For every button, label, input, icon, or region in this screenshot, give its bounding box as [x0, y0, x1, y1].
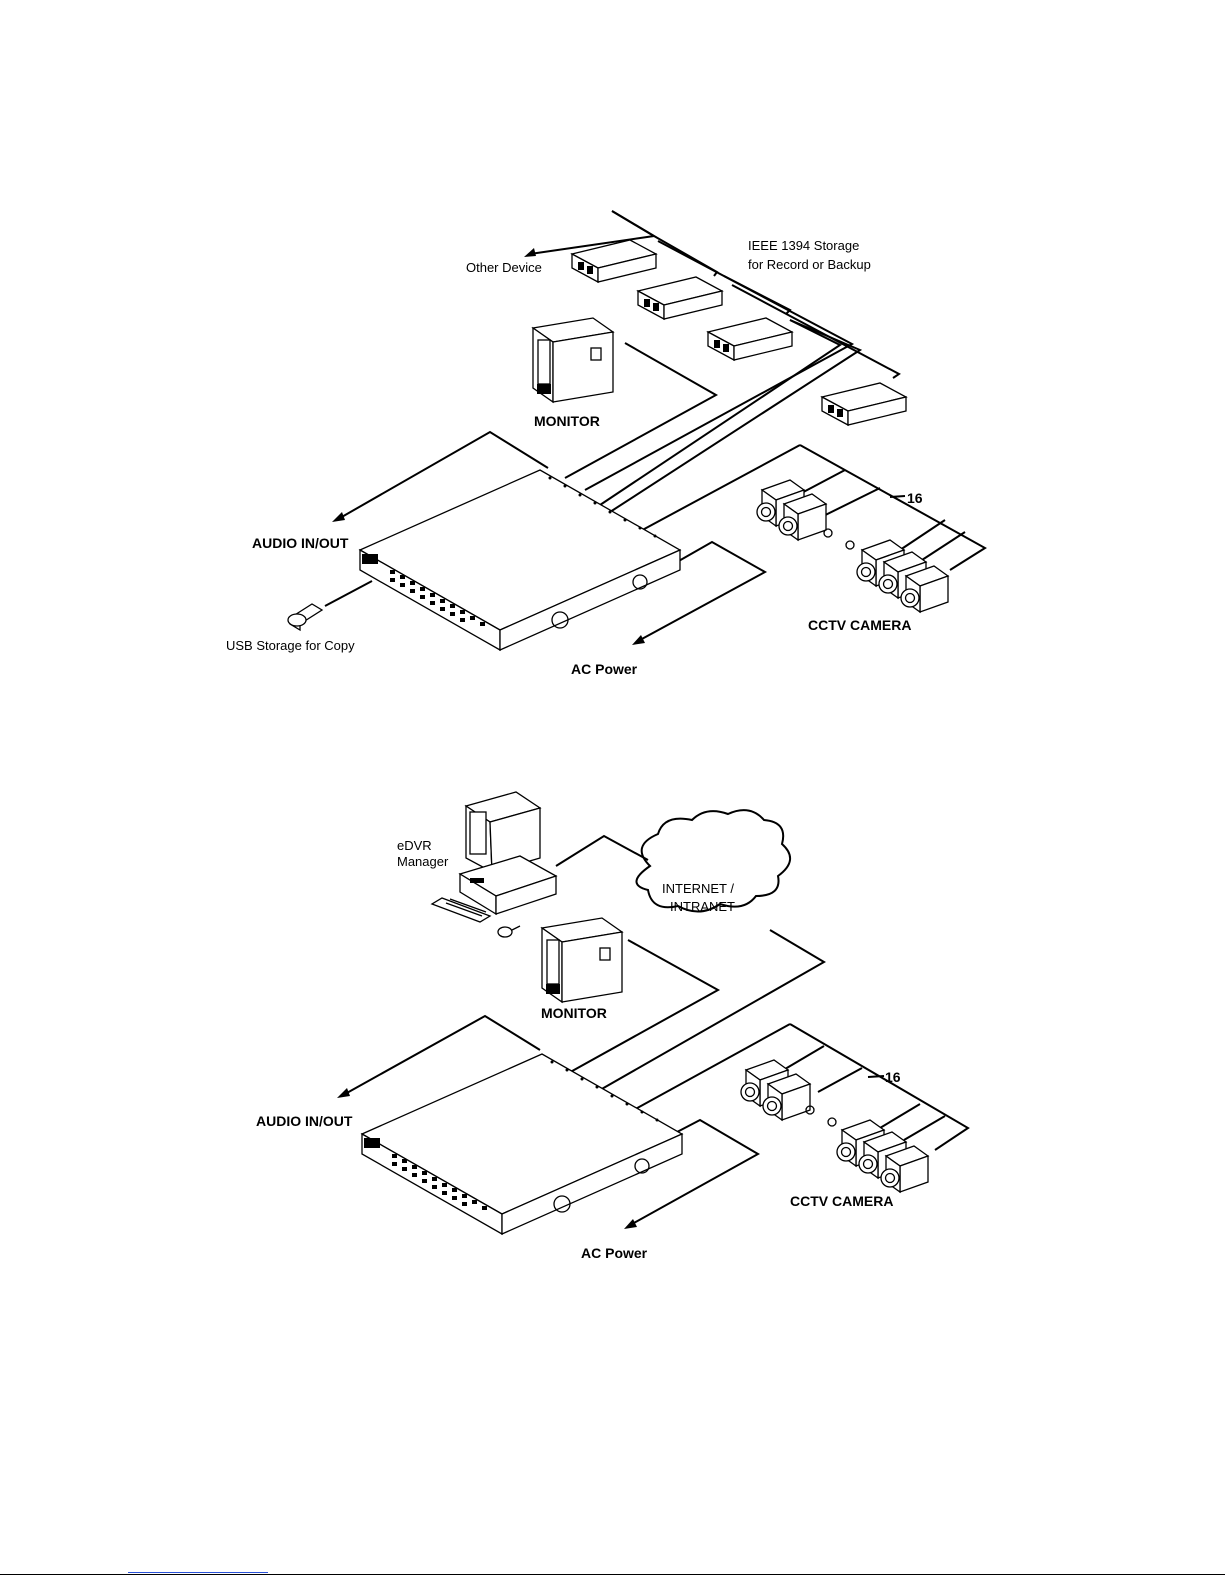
label-audio: AUDIO IN/OUT	[256, 1113, 353, 1129]
dvr-unit	[362, 1054, 682, 1234]
label-ac-power: AC Power	[581, 1245, 648, 1261]
label-audio: AUDIO IN/OUT	[252, 535, 349, 551]
label-count: 16	[907, 490, 923, 506]
label-ieee-line2: for Record or Backup	[748, 257, 871, 272]
label-other-device: Other Device	[466, 260, 542, 275]
storage-device-4	[822, 383, 906, 425]
label-internet-line2: INTRANET	[670, 899, 735, 914]
internet-cloud-icon	[636, 810, 790, 911]
label-ac-power: AC Power	[571, 661, 638, 677]
label-edvr-line1: eDVR	[397, 838, 432, 853]
label-usb: USB Storage for Copy	[226, 638, 355, 653]
label-ieee-line1: IEEE 1394 Storage	[748, 238, 859, 253]
ellipsis-dot	[846, 541, 854, 549]
label-cctv: CCTV CAMERA	[808, 617, 911, 633]
diagram-1: Other Device IEEE 1394 Storage for Recor…	[226, 211, 985, 677]
storage-device-2	[638, 277, 722, 319]
mouse-icon	[498, 927, 512, 937]
label-monitor: MONITOR	[541, 1005, 607, 1021]
label-cctv: CCTV CAMERA	[790, 1193, 893, 1209]
ellipsis-dot	[828, 1118, 836, 1126]
monitor-icon	[542, 918, 622, 1002]
usb-storage-icon	[288, 604, 322, 630]
label-monitor: MONITOR	[534, 413, 600, 429]
footer-link-underline[interactable]	[128, 1572, 268, 1573]
computer-icon	[432, 792, 556, 937]
label-internet-line1: INTERNET /	[662, 881, 734, 896]
diagram-2: eDVR Manager INTERNET / INTRANET MONITOR…	[256, 792, 968, 1261]
ellipsis-dot	[824, 529, 832, 537]
footer-rule	[0, 1574, 1225, 1575]
label-edvr-line2: Manager	[397, 854, 449, 869]
label-count: 16	[885, 1069, 901, 1085]
monitor-icon	[533, 318, 613, 402]
storage-device-3	[708, 318, 792, 360]
